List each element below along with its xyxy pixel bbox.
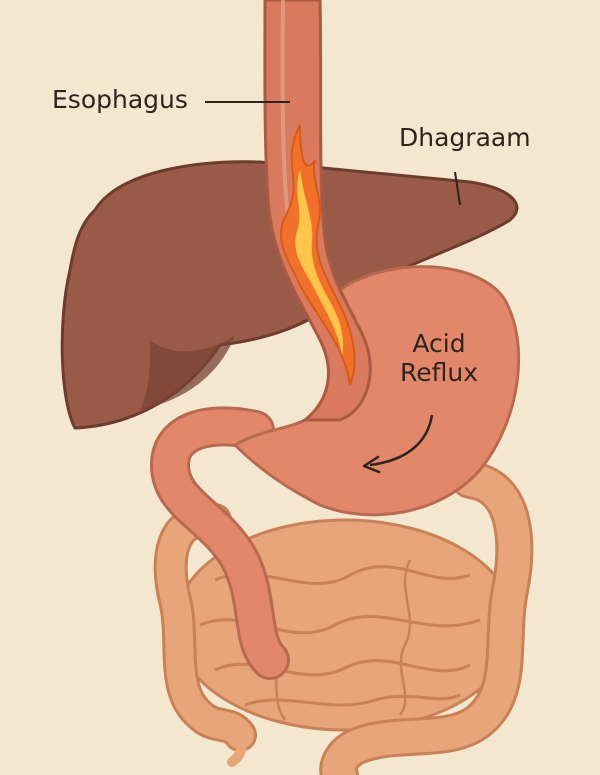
duodenum [149,406,290,680]
acid-reflux-label-line1: Acid [412,329,466,358]
liver [60,160,519,430]
acid-reflux-label-line2: Reflux [399,357,478,387]
large-intestine [153,461,534,775]
flame-icon [279,124,356,386]
diaphragm-pointer-line [454,171,461,206]
diaphragm-label: Dhagraam [399,123,531,152]
curved-arrow-icon [362,414,434,474]
esophagus-label: Esophagus [52,85,188,114]
acid-reflux-label: Acid Reflux [384,329,494,388]
